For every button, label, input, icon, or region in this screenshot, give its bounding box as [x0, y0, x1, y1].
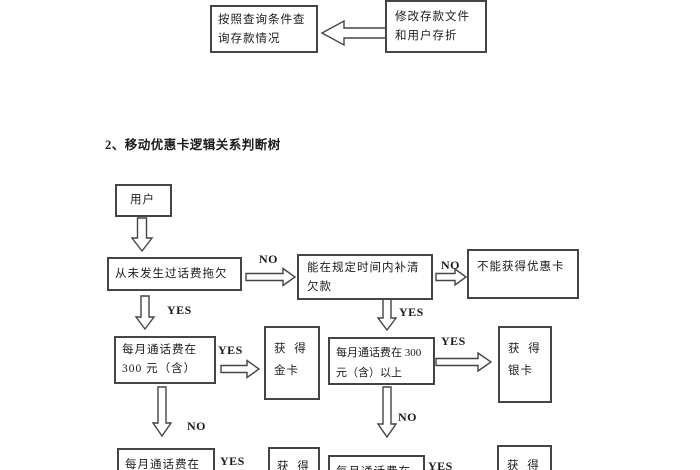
node-user: 用户 — [115, 184, 172, 217]
node-pay-within-time: 能在规定时间内补清 欠款 — [297, 254, 433, 300]
node-fee-bottom-left: 每月通话费在 — [117, 448, 215, 470]
arrow-no-down-left — [151, 386, 173, 438]
edge-label-yes-2: YES — [218, 343, 243, 357]
node-no-discount-card: 不能获得优惠卡 — [467, 249, 579, 299]
edge-label-no-1: NO — [259, 252, 278, 266]
node-fee-bottom-mid: 每月通话费在 — [328, 455, 425, 470]
node-fee300-mid: 每月通话费在 300 元（含）以上 — [328, 337, 435, 385]
arrow-no-to-pay-within — [245, 267, 297, 287]
node-query-deposit: 按照查询条件查 询存款情况 — [210, 5, 318, 53]
arrow-yes-down-left — [134, 295, 156, 331]
edge-label-yes-6: YES — [428, 459, 453, 470]
node-fee300-left: 每月通话费在 300 元（含）以 — [114, 336, 216, 384]
arrow-modify-to-query — [320, 19, 388, 47]
node-modify-deposit: 修改存款文件 和用户存折 — [385, 0, 487, 53]
edge-label-no-4: NO — [398, 410, 417, 424]
arrow-no-down-mid — [376, 386, 398, 439]
arrow-yes-down-mid — [376, 295, 398, 332]
arrow-no-to-no-card — [435, 267, 468, 287]
arrow-yes-to-silver — [435, 351, 493, 373]
arrow-user-down — [130, 217, 154, 253]
section-heading: 2、移动优惠卡逻辑关系判断树 — [105, 138, 281, 152]
edge-label-yes-4: YES — [441, 334, 466, 348]
node-get-card-bottom-left: 获 得 — [268, 447, 320, 470]
edge-label-no-3: NO — [187, 419, 206, 433]
edge-label-no-2: NO — [441, 258, 460, 272]
edge-label-yes-3: YES — [399, 305, 424, 319]
edge-label-yes-1: YES — [167, 303, 192, 317]
node-get-card-bottom-right: 获 得 — [497, 445, 552, 470]
edge-label-yes-5: YES — [220, 454, 245, 468]
node-never-arrears: 从未发生过话费拖欠 — [107, 257, 242, 291]
node-get-gold-card: 获 得 金卡 — [264, 326, 320, 400]
node-get-silver-card: 获 得 银卡 — [498, 326, 552, 403]
arrow-yes-to-gold — [220, 359, 261, 379]
